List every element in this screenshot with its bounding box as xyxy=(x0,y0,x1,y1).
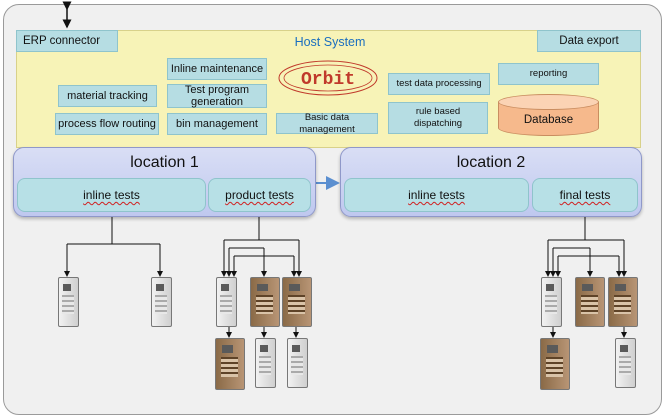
test-equipment xyxy=(575,277,605,327)
product-tests: product tests xyxy=(208,178,311,212)
test-equipment xyxy=(151,277,172,327)
location-2-title: location 2 xyxy=(456,154,526,171)
location-2-inline-tests-label: inline tests xyxy=(408,188,465,202)
test-equipment xyxy=(287,338,308,388)
database-label: Database xyxy=(523,114,574,126)
erp-connector: ERP connector xyxy=(16,30,118,52)
inline-maintenance: Inline maintenance xyxy=(167,58,267,80)
location-1-title: location 1 xyxy=(130,154,199,171)
test-program-generation: Test program generation xyxy=(167,84,267,108)
host-system-title: Host System xyxy=(294,35,366,49)
test-equipment xyxy=(282,277,312,327)
basic-data-management: Basic data management xyxy=(276,112,378,135)
final-tests-links xyxy=(545,208,627,338)
process-flow-routing: process flow routing xyxy=(55,113,159,135)
final-tests-label: final tests xyxy=(559,188,611,202)
test-equipment xyxy=(250,277,280,327)
bin-management: bin management xyxy=(167,113,267,135)
product-tests-label: product tests xyxy=(225,188,294,202)
rule-based-dispatching: rule based dispatching xyxy=(388,102,488,134)
test-equipment xyxy=(540,338,570,390)
test-equipment xyxy=(608,277,638,327)
inline-tests-1-links xyxy=(64,208,163,277)
test-equipment xyxy=(541,277,562,327)
product-tests-links xyxy=(221,208,302,338)
material-tracking: material tracking xyxy=(58,85,157,107)
test-equipment xyxy=(255,338,276,388)
reporting: reporting xyxy=(498,63,599,85)
orbit-logo-text: Orbit xyxy=(301,70,355,90)
test-equipment xyxy=(216,277,237,327)
test-equipment xyxy=(615,338,636,388)
final-tests: final tests xyxy=(532,178,638,212)
location-2-inline-tests: inline tests xyxy=(344,178,529,212)
location-1-inline-tests-label: inline tests xyxy=(83,188,140,202)
location-1-inline-tests: inline tests xyxy=(17,178,206,212)
test-data-processing: test data processing xyxy=(388,73,490,95)
database-top xyxy=(498,94,599,110)
orbit-logo: Orbit xyxy=(278,60,378,96)
test-equipment xyxy=(58,277,79,327)
data-export: Data export xyxy=(537,30,641,52)
test-equipment xyxy=(215,338,245,390)
